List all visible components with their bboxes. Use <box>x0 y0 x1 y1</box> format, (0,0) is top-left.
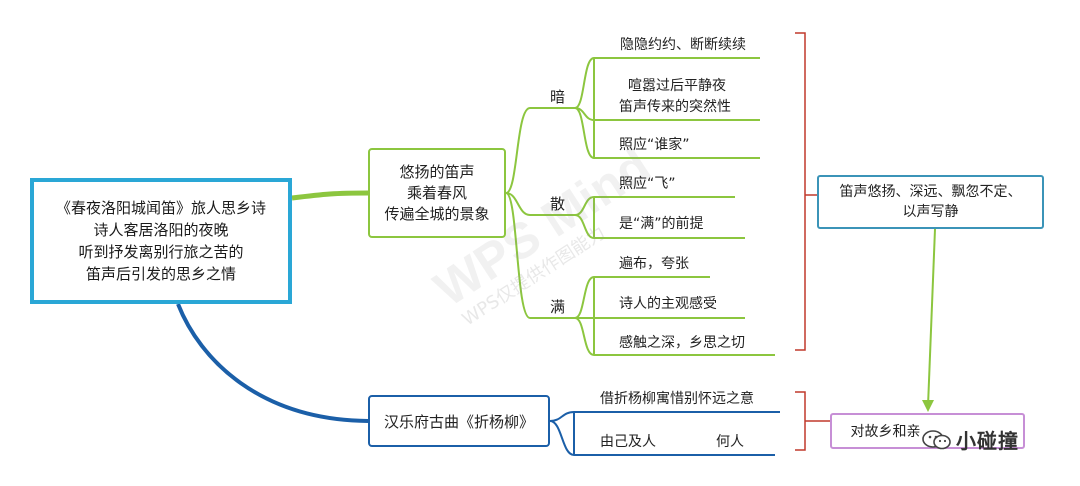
branch2-node[interactable]: 汉乐府古曲《折杨柳》 <box>368 395 550 447</box>
sub-label-man[interactable]: 满 <box>550 298 566 316</box>
link-root-branch1 <box>291 190 369 201</box>
link-an-leaves <box>574 57 760 159</box>
sub-label-san[interactable]: 散 <box>550 195 566 213</box>
leaf-an-1[interactable]: 隐隐约约、断断续续 <box>620 37 746 53</box>
branch2-title: 汉乐府古曲《折杨柳》 <box>383 412 534 431</box>
leaf-san-2[interactable]: 是“满”的前提 <box>619 216 704 232</box>
leaf-san-1[interactable]: 照应“飞” <box>619 176 676 192</box>
wechat-icon <box>922 429 952 451</box>
root-line: 诗人客居洛阳的夜晚 <box>93 221 229 239</box>
link-branch2-leaves <box>549 411 780 456</box>
summary-line: 以声写静 <box>902 204 959 220</box>
brand-text: 小碰撞 <box>956 429 1019 453</box>
link-root-branch2 <box>176 303 369 423</box>
branch1-node[interactable]: 悠扬的笛声 乘着春风 传遍全城的景象 <box>368 148 506 238</box>
summary-line: 笛声悠扬、深远、飘忽不定、 <box>839 184 1022 200</box>
leaf-branch2-3[interactable]: 何人 <box>716 434 744 450</box>
brand-watermark: 小碰撞 <box>922 425 1019 454</box>
leaf-an-2[interactable]: 喧嚣过后平静夜 <box>628 78 726 94</box>
bracket-branch2 <box>795 391 830 451</box>
link-man-leaves <box>574 276 775 356</box>
root-line: 笛声后引发的思乡之情 <box>85 265 236 283</box>
summary-node[interactable]: 笛声悠扬、深远、飘忽不定、 以声写静 <box>817 175 1044 229</box>
link-branch1-man <box>505 192 575 319</box>
link-branch1-san <box>505 192 575 216</box>
root-line: 《春夜洛阳城闻笛》旅人思乡诗 <box>55 199 266 217</box>
leaf-branch2-2[interactable]: 由己及人 <box>600 434 656 450</box>
leaf-branch2-1[interactable]: 借折杨柳寓惜别怀远之意 <box>600 391 754 407</box>
leaf-man-1[interactable]: 遍布，夸张 <box>619 256 689 272</box>
link-san-leaves <box>574 196 745 239</box>
branch1-line: 乘着春风 <box>406 183 467 202</box>
arrow-summary-final <box>927 228 936 407</box>
root-line: 听到抒发离别行旅之苦的 <box>78 243 244 261</box>
sub-label-an[interactable]: 暗 <box>550 88 566 106</box>
bracket-branch1 <box>795 32 817 351</box>
link-branch1-an <box>505 107 575 194</box>
leaf-an-4[interactable]: 照应“谁家” <box>619 137 690 153</box>
leaf-an-3[interactable]: 笛声传来的突然性 <box>619 99 731 115</box>
leaf-man-2[interactable]: 诗人的主观感受 <box>619 296 717 312</box>
branch1-line: 传遍全城的景象 <box>384 204 490 223</box>
final-text-visible: 对故乡和亲 <box>850 424 921 440</box>
root-node[interactable]: 《春夜洛阳城闻笛》旅人思乡诗 诗人客居洛阳的夜晚 听到抒发离别行旅之苦的 笛声后… <box>30 178 292 304</box>
branch1-line: 悠扬的笛声 <box>399 162 475 181</box>
arrowhead-summary-final <box>922 400 934 412</box>
leaf-man-3[interactable]: 感触之深，乡思之切 <box>619 335 745 351</box>
